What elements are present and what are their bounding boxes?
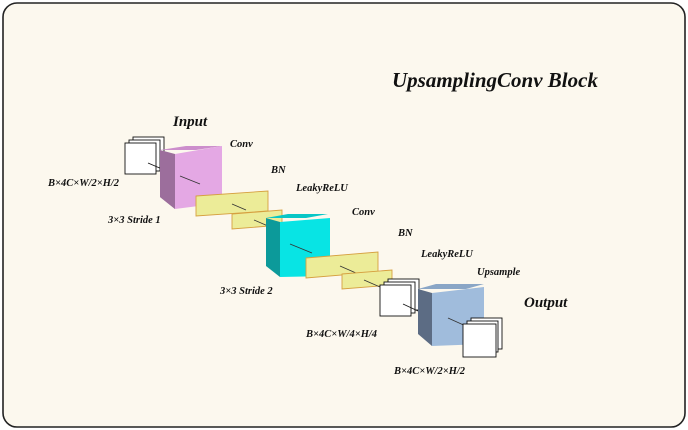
act1-label: LeakyReLU — [295, 183, 349, 194]
conv1-block — [160, 146, 222, 209]
kernel1-label: 3×3 Stride 1 — [107, 215, 161, 226]
mid-dims-label: B×4C×W/4×H/4 — [305, 329, 377, 340]
input-label: Input — [172, 114, 208, 130]
bn1-label: BN — [270, 165, 286, 176]
output-label: Output — [524, 295, 568, 311]
mid-feature-maps — [379, 278, 420, 317]
output-feature-maps — [462, 317, 503, 358]
conv2-label: Conv — [352, 207, 375, 218]
diagram-title: UpsamplingConv Block — [392, 68, 598, 92]
output-dims-label: B×4C×W/2×H/2 — [393, 366, 466, 377]
act2-label: LeakyReLU — [420, 249, 474, 260]
conv1-label: Conv — [230, 139, 253, 150]
upsample-label: Upsample — [477, 267, 521, 278]
input-dims-label: B×4C×W/2×H/2 — [47, 178, 120, 189]
input-feature-maps — [124, 136, 165, 175]
bn2-label: BN — [397, 228, 413, 239]
kernel2-label: 3×3 Stride 2 — [219, 286, 273, 297]
